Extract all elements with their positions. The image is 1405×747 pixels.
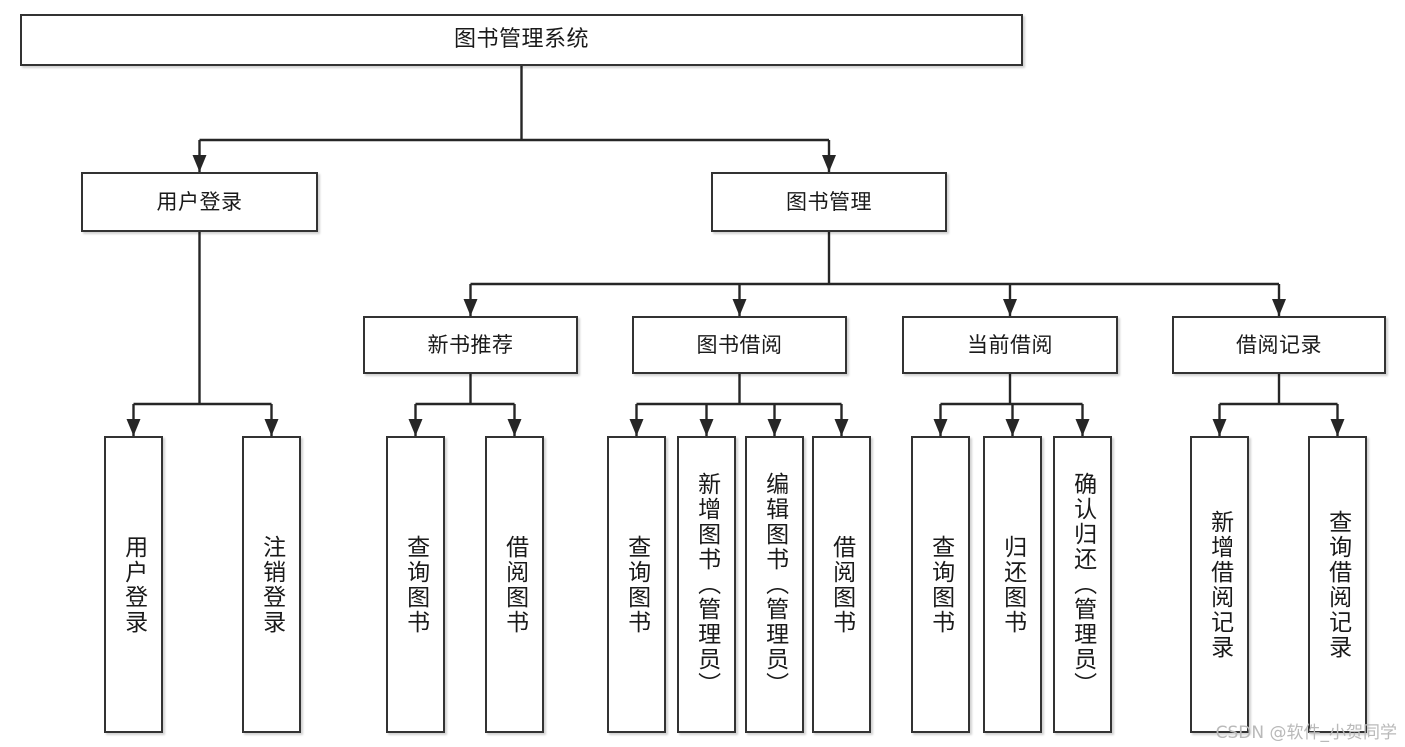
node-label: 图书管理 — [786, 189, 872, 214]
node-leaf-borrow-book-rec[interactable]: 借阅图书 — [485, 436, 544, 733]
node-leaf-user-login[interactable]: 用户登录 — [104, 436, 163, 733]
arrowhead-book-manage — [822, 155, 836, 172]
arrowhead-leaf-add-book — [699, 419, 714, 436]
node-label: 图书借阅 — [696, 332, 783, 357]
arrowhead-leaf-borrow-book-rec — [507, 419, 522, 436]
node-label: 用户登录 — [120, 534, 147, 635]
node-leaf-query-book-cur[interactable]: 查询图书 — [911, 436, 970, 733]
node-leaf-confirm-return[interactable]: 确认归还（管理员） — [1053, 436, 1112, 733]
node-leaf-edit-book[interactable]: 编辑图书（管理员） — [745, 436, 804, 733]
arrowhead-current-borrow — [1003, 299, 1017, 316]
node-leaf-query-book-borrow[interactable]: 查询图书 — [607, 436, 666, 733]
node-label: 新增借阅记录 — [1206, 509, 1233, 660]
node-leaf-query-book-rec[interactable]: 查询图书 — [386, 436, 445, 733]
node-label: 新书推荐 — [427, 332, 514, 357]
node-leaf-return-book[interactable]: 归还图书 — [983, 436, 1042, 733]
arrowhead-leaf-confirm-return — [1075, 419, 1090, 436]
node-leaf-borrow-book[interactable]: 借阅图书 — [812, 436, 871, 733]
arrowhead-leaf-logout — [264, 419, 279, 436]
node-book-borrow[interactable]: 图书借阅 — [632, 316, 847, 374]
node-leaf-add-book[interactable]: 新增图书（管理员） — [677, 436, 736, 733]
node-label: 借阅记录 — [1236, 332, 1322, 357]
node-leaf-add-record[interactable]: 新增借阅记录 — [1190, 436, 1249, 733]
arrowhead-leaf-query-book-cur — [933, 419, 948, 436]
arrowhead-leaf-add-record — [1212, 419, 1227, 436]
arrowhead-user-login — [192, 155, 207, 172]
arrowhead-leaf-query-record — [1330, 419, 1345, 436]
node-user-login[interactable]: 用户登录 — [81, 172, 318, 232]
arrowhead-leaf-query-book-borrow — [629, 419, 644, 436]
node-label: 编辑图书（管理员） — [761, 472, 788, 697]
arrowhead-leaf-edit-book — [767, 419, 782, 436]
node-current-borrow[interactable]: 当前借阅 — [902, 316, 1118, 374]
arrowhead-leaf-return-book — [1005, 419, 1020, 436]
node-leaf-logout[interactable]: 注销登录 — [242, 436, 301, 733]
node-label: 新增图书（管理员） — [693, 472, 720, 697]
node-label: 查询图书 — [927, 534, 954, 635]
node-borrow-record[interactable]: 借阅记录 — [1172, 316, 1386, 374]
node-label: 图书管理系统 — [453, 27, 589, 53]
arrowhead-leaf-query-book-rec — [408, 419, 423, 436]
node-label: 确认归还（管理员） — [1069, 472, 1096, 697]
arrowhead-new-book-rec — [463, 299, 478, 316]
node-label: 用户登录 — [156, 189, 243, 214]
node-root[interactable]: 图书管理系统 — [20, 14, 1023, 66]
node-book-manage[interactable]: 图书管理 — [711, 172, 947, 232]
node-leaf-query-record[interactable]: 查询借阅记录 — [1308, 436, 1367, 733]
arrowhead-book-borrow — [732, 299, 747, 316]
arrowhead-leaf-user-login — [126, 419, 141, 436]
node-label: 借阅图书 — [501, 534, 528, 635]
node-label: 查询借阅记录 — [1324, 509, 1351, 660]
node-label: 归还图书 — [999, 534, 1026, 635]
node-new-book-rec[interactable]: 新书推荐 — [363, 316, 578, 374]
node-label: 查询图书 — [623, 534, 650, 635]
node-label: 查询图书 — [402, 534, 429, 635]
node-label: 注销登录 — [258, 534, 285, 635]
arrowhead-leaf-borrow-book — [834, 419, 849, 436]
node-label: 当前借阅 — [967, 332, 1053, 357]
arrowhead-borrow-record — [1272, 299, 1286, 316]
csdn-watermark: CSDN @软件_小贺同学 — [1215, 723, 1397, 743]
node-label: 借阅图书 — [828, 534, 855, 635]
